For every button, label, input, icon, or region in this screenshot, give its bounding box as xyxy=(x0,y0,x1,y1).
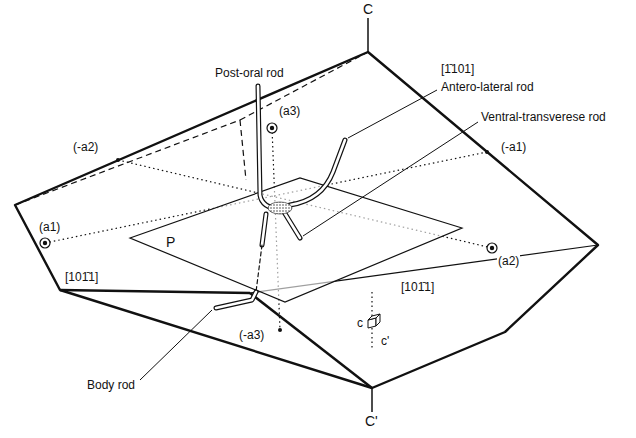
axis-label: (a1) xyxy=(38,220,61,234)
direction-label: [101̄1] xyxy=(400,280,435,294)
part-label: Ventral-transverese rod xyxy=(480,110,607,124)
axis-label: (-a2) xyxy=(72,140,99,154)
part-label: Post-oral rod xyxy=(214,66,285,80)
axis-label: (a3) xyxy=(278,104,301,118)
a-axis xyxy=(45,128,492,350)
axis-label: C xyxy=(362,2,374,16)
plane-label: P xyxy=(165,235,176,249)
axis-marker xyxy=(40,123,497,253)
part-label: Antero-lateral rod xyxy=(440,80,535,94)
axis-dot xyxy=(116,150,489,332)
direction-label: [1̄101] xyxy=(440,62,475,76)
axis-label: (a2) xyxy=(497,254,520,268)
leader-line xyxy=(140,90,478,380)
axis-label: C' xyxy=(364,414,379,428)
axis-label: (-a3) xyxy=(238,328,265,342)
part-label: Body rod xyxy=(86,378,136,392)
axis-label: (-a1) xyxy=(500,140,527,154)
axis-label: c' xyxy=(380,334,390,348)
c-axis xyxy=(371,388,373,412)
rhombohedron-edge xyxy=(15,52,598,388)
axis-label: c xyxy=(356,316,364,330)
plane-p xyxy=(130,178,462,302)
direction-label: [101̄1] xyxy=(64,270,99,284)
rod-junction xyxy=(268,202,292,214)
c-axis xyxy=(367,18,369,52)
cube-symbol xyxy=(368,314,380,328)
spicule-rod xyxy=(216,86,345,308)
